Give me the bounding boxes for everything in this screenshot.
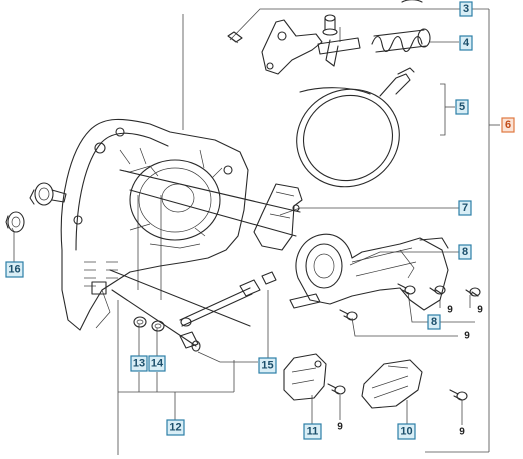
callout-3: 3 — [459, 1, 473, 17]
callout-7: 7 — [458, 200, 472, 216]
bolt-2 — [429, 285, 446, 295]
svg-text:7: 7 — [462, 202, 468, 214]
callout-4: 4 — [459, 35, 473, 51]
bolt-5 — [327, 383, 346, 395]
callout-16: 16 — [5, 261, 24, 278]
clutch-cover — [60, 118, 249, 331]
svg-text:11: 11 — [307, 426, 319, 438]
leader-lines — [11, 8, 475, 455]
svg-text:16: 16 — [8, 264, 20, 276]
bolt-3 — [397, 283, 416, 295]
bolts — [327, 283, 481, 401]
callout-8-lower: 8 — [427, 314, 441, 330]
assembly-bracket — [425, 8, 500, 453]
callout-12: 12 — [166, 419, 185, 436]
svg-text:3: 3 — [463, 3, 469, 15]
label-9-e: 9 — [459, 427, 465, 438]
callout-6: 6 — [501, 117, 515, 133]
cover-pieces — [283, 353, 423, 409]
callouts: 3 4 5 6 7 8 8 16 — [5, 1, 515, 440]
callout-14: 14 — [148, 355, 166, 372]
callout-15: 15 — [258, 357, 277, 374]
svg-text:5: 5 — [459, 101, 465, 113]
callout-8-upper: 8 — [458, 244, 472, 260]
svg-text:6: 6 — [505, 119, 511, 131]
chain-guide-parts — [253, 183, 449, 311]
callout-11: 11 — [303, 423, 322, 440]
brake-spring-assembly — [227, 0, 431, 75]
rod-parts — [109, 169, 301, 352]
label-9-d: 9 — [337, 422, 343, 433]
callout-5: 5 — [455, 99, 469, 115]
label-9-b: 9 — [447, 305, 453, 316]
bolt-4 — [339, 309, 358, 321]
callout-13: 13 — [130, 355, 148, 372]
svg-text:15: 15 — [261, 360, 273, 372]
bolt-6 — [449, 389, 468, 401]
svg-text:12: 12 — [169, 422, 181, 434]
plain-labels: 9 9 9 9 9 — [337, 305, 483, 438]
label-9-a: 9 — [477, 305, 483, 316]
svg-text:8: 8 — [462, 246, 468, 258]
brake-band — [296, 67, 415, 188]
svg-text:10: 10 — [400, 426, 412, 438]
callout-10: 10 — [397, 423, 416, 440]
svg-text:13: 13 — [133, 358, 145, 370]
svg-text:4: 4 — [463, 37, 470, 49]
svg-text:8: 8 — [431, 316, 437, 328]
label-9-c: 9 — [464, 331, 470, 342]
svg-text:14: 14 — [151, 358, 164, 370]
bolt-1 — [465, 287, 481, 297]
chain-tensioner-parts — [5, 182, 67, 233]
